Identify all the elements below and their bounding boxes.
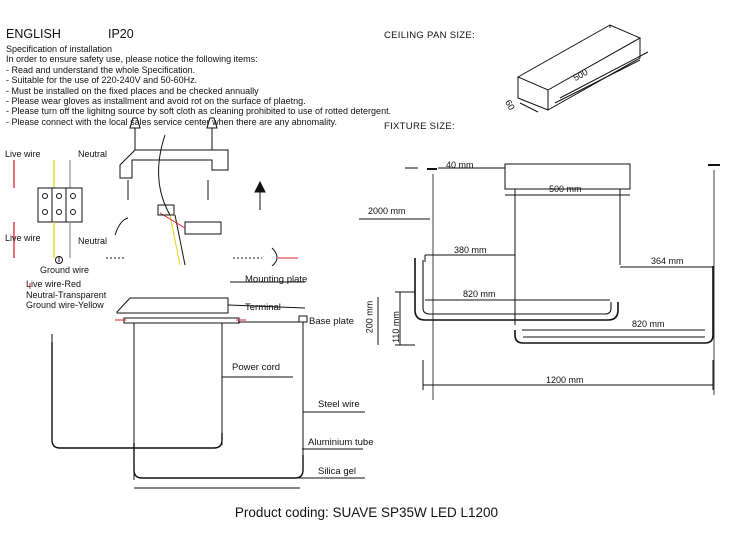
spec-intro: In order to ensure safety use, please no… — [6, 54, 258, 65]
dim-40: 40 mm — [446, 160, 474, 170]
mounting-exploded-view — [106, 117, 298, 267]
product-code: Product coding: SUAVE SP35W LED L1200 — [234, 505, 499, 520]
dim-200: 200 mm — [364, 300, 375, 334]
terminal-block — [37, 187, 83, 223]
fixture-size-title: FIXTURE SIZE: — [384, 121, 455, 132]
ip-rating: IP20 — [108, 27, 134, 41]
spec-item: - Read and understand the whole Specific… — [6, 64, 196, 75]
ceiling-pan-drawing — [516, 24, 649, 113]
live-wire-label: Live wire — [5, 233, 41, 243]
legend-neutral: Neutral-Transparent — [26, 290, 107, 300]
ground-wire-label: Ground wire — [40, 265, 90, 275]
dim-380: 380 mm — [454, 245, 487, 255]
silica-gel-label: Silica gel — [318, 466, 357, 477]
aluminium-tube-label: Aluminium tube — [308, 437, 374, 448]
spec-item: - Suitable for the use of 220-240V and 5… — [6, 75, 198, 86]
legend-ground: Ground wire-Yellow — [26, 300, 104, 310]
power-cord-label: Power cord — [232, 362, 281, 373]
neutral-label: Neutral — [78, 236, 108, 246]
spec-item: - Please connect with the local sales se… — [6, 116, 338, 127]
live-wire-label: Live wire — [5, 149, 41, 159]
dim-500: 500 mm — [549, 184, 582, 194]
spec-item: - Must be installed on the fixed places … — [6, 85, 259, 96]
dim-820-lower: 820 mm — [632, 319, 665, 329]
spec-item: - Please wear gloves as installment and … — [6, 96, 306, 107]
mounting-plate-label: Mounting plate — [245, 274, 308, 285]
spec-item: - Please turn off the lighitng source by… — [6, 106, 392, 117]
specification-block: Specification of installation In order t… — [6, 44, 391, 127]
terminal-block-diagram — [13, 160, 83, 264]
dim-110: 110 mm — [390, 311, 401, 343]
ceiling-pan-title: CEILING PAN SIZE: — [384, 30, 475, 41]
fixture-size-drawing — [359, 163, 720, 400]
legend-live: Live wire-Red — [26, 279, 82, 289]
dim-364: 364 mm — [651, 256, 684, 266]
steel-wire-label: Steel wire — [318, 399, 360, 410]
language-label: ENGLISH — [6, 27, 61, 41]
base-plate-label: Base plate — [309, 316, 354, 327]
terminal-label: Terminal — [245, 302, 281, 313]
assembled-fixture — [51, 281, 365, 489]
dim-1200: 1200 mm — [546, 375, 584, 385]
dim-820-upper: 820 mm — [463, 289, 496, 299]
dim-2000: 2000 mm — [368, 206, 406, 216]
spec-title: Specification of installation — [6, 44, 113, 54]
neutral-label: Neutral — [78, 149, 108, 159]
